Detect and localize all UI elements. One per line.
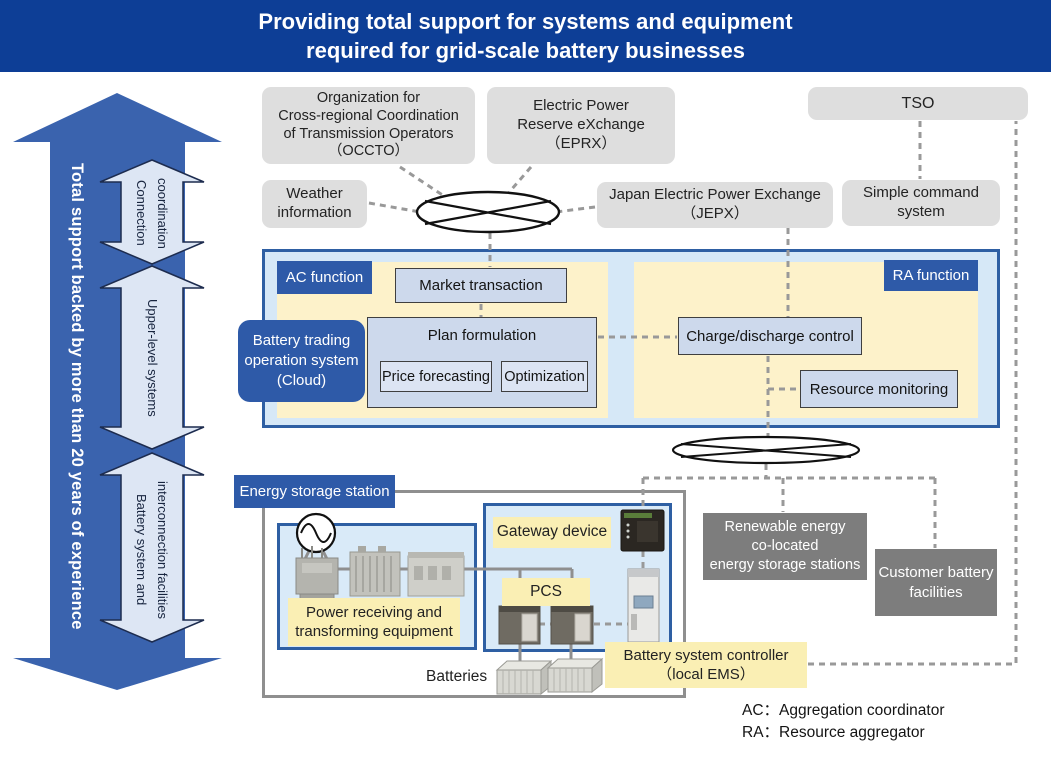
- battery-trading-system-box: Battery trading operation system (Cloud): [238, 320, 365, 402]
- weather-information-box: Weather information: [262, 180, 367, 228]
- gateway-device-label: Gateway device: [493, 517, 611, 548]
- title-line-2: required for grid-scale battery business…: [306, 38, 745, 63]
- power-receiving-label: Power receiving and transforming equipme…: [288, 598, 460, 646]
- optimization-box: Optimization: [501, 361, 588, 392]
- simple-command-system-box: Simple command system: [842, 180, 1000, 226]
- battery-facilities-label: Battery system and interconnection facil…: [134, 480, 170, 620]
- price-forecasting-box: Price forecasting: [380, 361, 492, 392]
- legend-ra: RA：Resource aggregator: [742, 724, 925, 742]
- batteries-label: Batteries: [426, 668, 488, 685]
- link-weather-network: [368, 201, 421, 214]
- total-support-label: Total support backed by more than 20 yea…: [68, 163, 86, 630]
- resource-monitoring-box: Resource monitoring: [800, 370, 958, 408]
- plan-formulation-label: Plan formulation: [427, 326, 537, 344]
- link-occto-network: [399, 165, 448, 200]
- renewable-storage-box: Renewable energy co-located energy stora…: [703, 513, 867, 580]
- legend-ac: AC：Aggregation coordinator: [742, 702, 945, 719]
- charge-discharge-control-box: Charge/discharge control: [678, 317, 862, 355]
- title-banner: Providing total support for systems and …: [0, 0, 1051, 72]
- occto-box: Organization for Cross-regional Coordina…: [262, 87, 475, 164]
- link-jepx-network: [555, 205, 596, 214]
- battery-system-controller-label: Battery system controller （local EMS）: [605, 642, 807, 688]
- total-support-arrow: [13, 93, 222, 690]
- jepx-box: Japan Electric Power Exchange （JEPX）: [597, 182, 833, 228]
- pcs-label: PCS: [502, 578, 590, 606]
- link-eprx-network: [503, 166, 533, 198]
- energy-storage-station-label: Energy storage station: [234, 475, 395, 508]
- ac-function-label: AC function: [277, 261, 372, 294]
- customer-battery-box: Customer battery facilities: [875, 549, 997, 616]
- legend: AC：Aggregation coordinator RA：Resource a…: [742, 700, 944, 745]
- network-symbol-lower: [671, 435, 861, 465]
- ra-function-label: RA function: [884, 260, 978, 291]
- network-symbol-upper: [415, 190, 561, 234]
- tso-box: TSO: [808, 87, 1028, 120]
- eprx-box: Electric Power Reserve eXchange （EPRX）: [487, 87, 675, 164]
- connection-coordination-label: Connection coordination: [134, 177, 170, 249]
- market-transaction-box: Market transaction: [395, 268, 567, 303]
- upper-level-systems-label: Upper-level systems: [145, 299, 160, 417]
- title-line-1: Providing total support for systems and …: [258, 8, 793, 34]
